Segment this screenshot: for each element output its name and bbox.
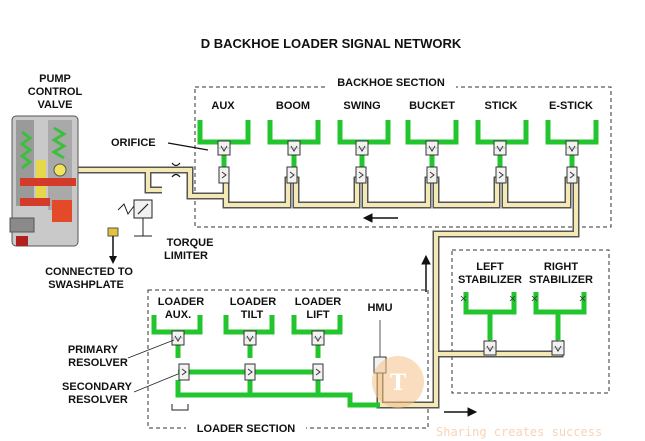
resolver-pointer-lines xyxy=(127,339,179,393)
torque-limiter-label-1: TORQUE xyxy=(167,237,214,249)
pump-label-2: CONTROL xyxy=(28,86,83,98)
watermark: T Sharing creates success xyxy=(372,356,602,439)
backhoe-section-label: BACKHOE SECTION xyxy=(337,77,445,89)
valve-label-aux: AUX xyxy=(211,100,235,112)
right-stabilizer-label-1: RIGHT xyxy=(544,261,579,273)
valve-label-boom: BOOM xyxy=(276,100,310,112)
primary-resolver-label-1: PRIMARY xyxy=(68,344,119,356)
pump-control-valve-image xyxy=(9,115,79,247)
tank-symbol xyxy=(171,404,189,411)
watermark-text: Sharing creates success xyxy=(436,425,602,439)
orifice-symbols xyxy=(167,142,209,178)
right-stabilizer-label-2: STABILIZER xyxy=(529,274,593,286)
torque-limiter-symbol xyxy=(107,199,153,264)
stabilizer-port-marks xyxy=(460,295,586,302)
flow-arrows xyxy=(362,213,478,417)
backhoe-section-box xyxy=(194,86,612,228)
backhoe-green-ports xyxy=(197,120,599,170)
loader-tilt-label-2: TILT xyxy=(241,309,264,321)
swashplate-label-2: SWASHPLATE xyxy=(48,279,124,291)
loader-aux-label-2: AUX. xyxy=(165,309,191,321)
backhoe-resolvers xyxy=(217,140,579,184)
loader-lift-label-2: LIFT xyxy=(306,309,329,321)
swashplate-label-1: CONNECTED TO xyxy=(45,266,133,278)
valve-label-bucket: BUCKET xyxy=(409,100,455,112)
stabilizer-section-box xyxy=(451,249,610,394)
pump-label-3: VALVE xyxy=(37,99,72,111)
valve-label-stick: STICK xyxy=(485,100,518,112)
left-stabilizer-label-1: LEFT xyxy=(476,261,504,273)
loader-tilt-label-1: LOADER xyxy=(230,296,277,308)
primary-resolver-label-2: RESOLVER xyxy=(68,357,128,369)
torque-limiter-label-2: LIMITER xyxy=(164,250,208,262)
orifice-label: ORIFICE xyxy=(111,137,156,149)
loader-section-label: LOADER SECTION xyxy=(197,423,295,435)
hmu-label: HMU xyxy=(367,302,392,314)
loader-aux-label-1: LOADER xyxy=(158,296,205,308)
loader-lift-label-1: LOADER xyxy=(295,296,342,308)
valve-label-e-stick: E-STICK xyxy=(549,100,593,112)
secondary-resolver-label-2: RESOLVER xyxy=(68,394,128,406)
left-stabilizer-label-2: STABILIZER xyxy=(458,274,522,286)
loader-green-ports xyxy=(151,315,380,408)
secondary-resolver-label-1: SECONDARY xyxy=(62,381,133,393)
stabilizer-green-ports xyxy=(463,292,587,340)
pump-label-1: PUMP xyxy=(39,73,71,85)
loader-section-box xyxy=(147,289,429,429)
diagram-title: D BACKHOE LOADER SIGNAL NETWORK xyxy=(201,36,462,51)
svg-text:T: T xyxy=(390,370,407,396)
valve-label-swing: SWING xyxy=(343,100,380,112)
